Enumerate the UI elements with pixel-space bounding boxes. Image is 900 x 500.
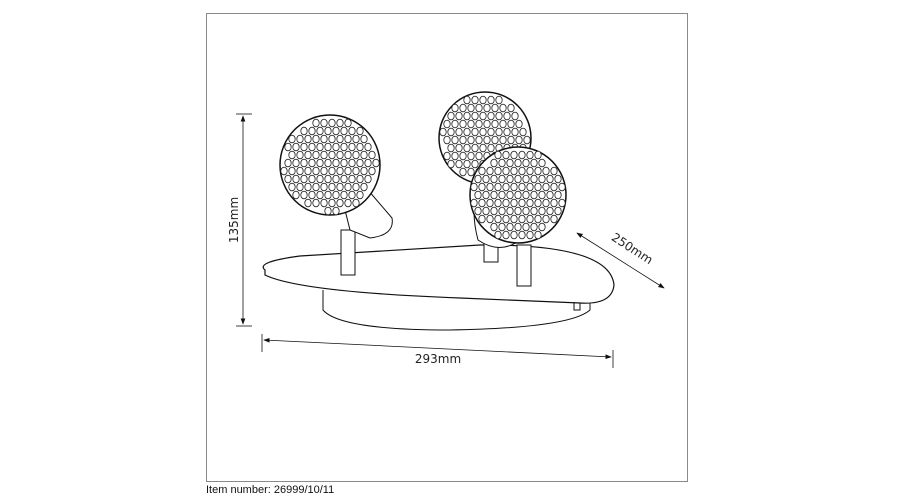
height-label: 135mm (227, 197, 241, 243)
width-label: 293mm (415, 352, 461, 366)
depth-label: 250mm (609, 230, 655, 267)
width-dimension (261, 334, 614, 368)
drawing-frame (206, 13, 688, 482)
depth-dimension (576, 232, 665, 289)
item-number: Item number: 26999/10/11 (206, 484, 335, 496)
left-globe (279, 114, 381, 216)
base-plate (262, 244, 615, 304)
crystal-globes (279, 91, 567, 244)
front-right-globe (469, 146, 567, 244)
height-dimension (236, 113, 252, 327)
